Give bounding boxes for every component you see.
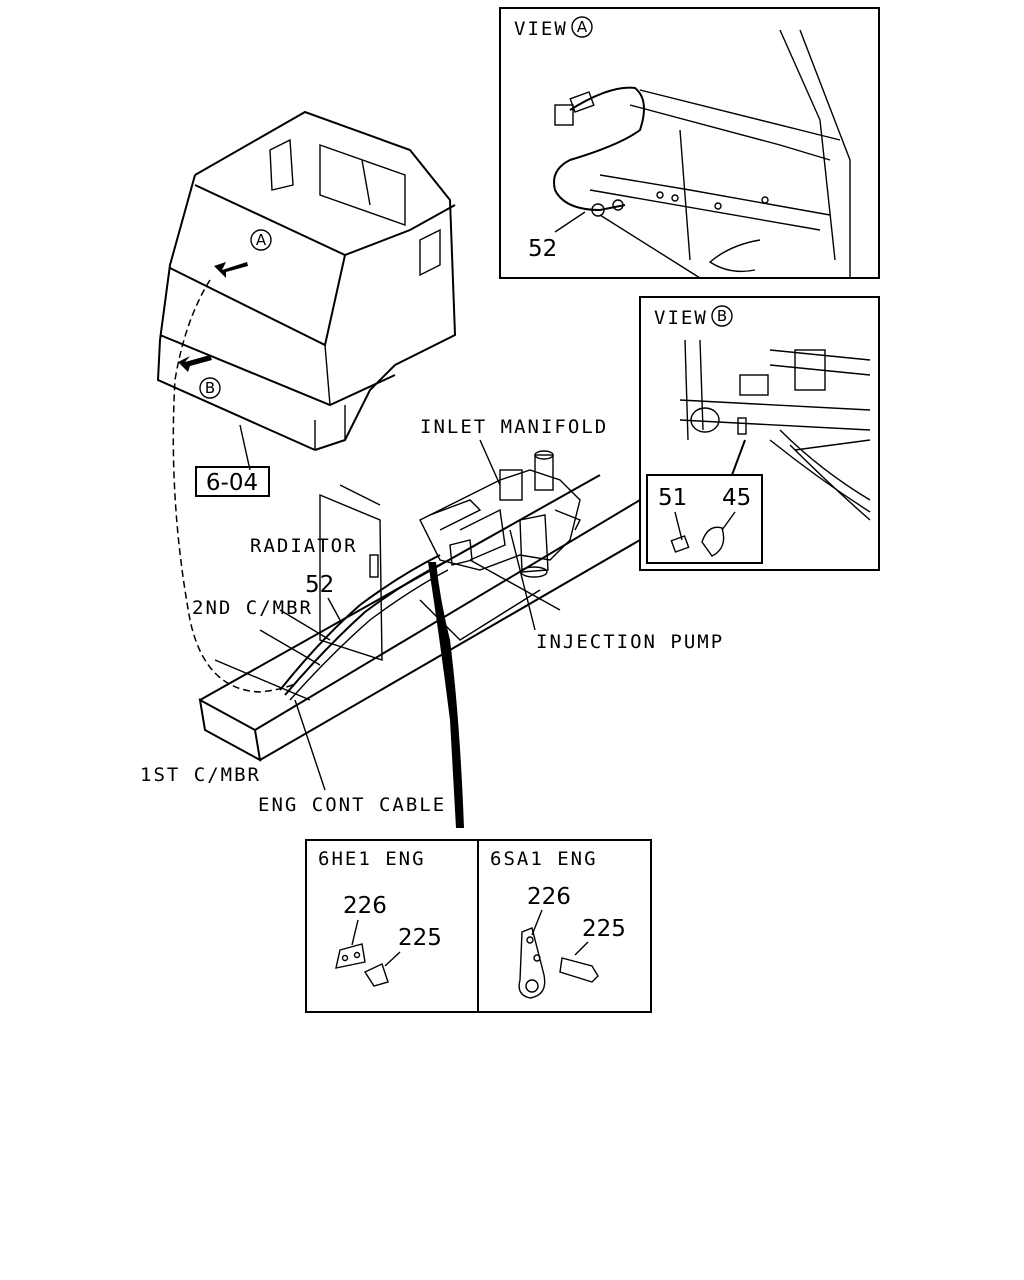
view-a-panel: VIEW A 52 bbox=[499, 7, 880, 279]
cab-marker-a: A bbox=[256, 231, 267, 249]
view-a-title: VIEW bbox=[514, 18, 568, 40]
view-b-panel: VIEW B 51 45 bbox=[639, 296, 880, 571]
label-radiator: RADIATOR bbox=[250, 535, 358, 557]
view-b-part-45: 45 bbox=[722, 485, 751, 511]
view-a-circle-letter: A bbox=[577, 18, 588, 36]
engine-6sa1-title: 6SA1 ENG bbox=[490, 848, 598, 870]
label-2nd-cmbr: 2ND C/MBR bbox=[192, 597, 313, 619]
arrow-b-icon bbox=[178, 355, 212, 372]
engine-assembly bbox=[419, 450, 581, 578]
label-cable-part-52: 52 bbox=[305, 572, 334, 598]
cable-route-to-cab bbox=[172, 279, 296, 693]
engine-6sa1-bolt-225: 225 bbox=[582, 916, 626, 942]
view-b-circle-letter: B bbox=[717, 307, 727, 325]
engine-6he1-bracket-226: 226 bbox=[343, 893, 387, 919]
engine-detail-panel: 6HE1 ENG 226 225 6SA1 ENG 226 225 bbox=[305, 839, 652, 1013]
label-injection-pump: INJECTION PUMP bbox=[536, 631, 724, 653]
engine-6he1-title: 6HE1 ENG bbox=[318, 848, 426, 870]
label-inlet-manifold: INLET MANIFOLD bbox=[420, 416, 608, 438]
label-1st-cmbr: 1ST C/MBR bbox=[140, 764, 261, 786]
cab-ref-label: 6-04 bbox=[206, 470, 258, 496]
view-a-part-52: 52 bbox=[528, 236, 557, 262]
engine-6he1-bolt-225: 225 bbox=[398, 925, 442, 951]
engine-6sa1-bracket-226: 226 bbox=[527, 884, 571, 910]
view-b-part-51: 51 bbox=[658, 485, 687, 511]
engine-control-cable bbox=[279, 554, 441, 691]
truck-cab: A B 6-04 bbox=[156, 110, 457, 497]
cab-marker-b: B bbox=[205, 379, 215, 397]
label-eng-cont-cable: ENG CONT CABLE bbox=[258, 794, 446, 816]
detail-pointer bbox=[428, 562, 464, 828]
arrow-a-icon bbox=[214, 262, 248, 278]
view-b-title: VIEW bbox=[654, 307, 708, 329]
